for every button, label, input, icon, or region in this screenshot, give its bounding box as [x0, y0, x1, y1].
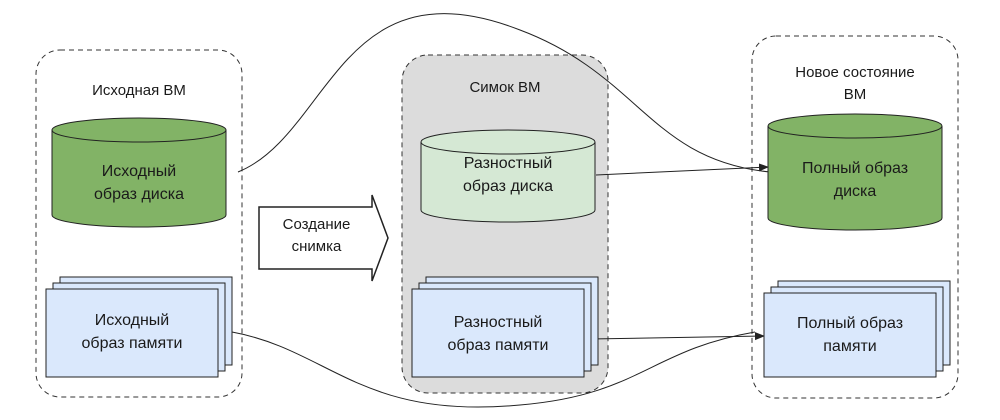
snapshot-disk-label: Разностный образ диска	[421, 152, 595, 198]
snapshot-disk-line2: образ диска	[463, 178, 553, 195]
snapshot-disk-line1: Разностный	[463, 155, 553, 172]
snapshot-memory-label: Разностный образ памяти	[412, 311, 584, 357]
snapshot-memory-line1: Разностный	[453, 314, 543, 331]
snapshot-disk-cylinder	[420, 129, 596, 223]
snapshot-memory-stack	[411, 276, 599, 378]
new-disk-cylinder	[767, 113, 943, 231]
new-state-title-line1: Новое состояние	[795, 64, 915, 81]
new-memory-stack	[763, 280, 951, 378]
source-vm-title: Исходная ВМ	[92, 82, 186, 99]
source-disk-cylinder	[51, 117, 227, 228]
source-disk-line2: образ диска	[94, 186, 184, 203]
source-disk-line1: Исходный	[101, 163, 177, 180]
connector-top-curve	[237, 13, 771, 173]
create-snapshot-arrow	[258, 194, 389, 282]
memory-arrow	[589, 332, 765, 341]
source-disk-label: Исходный образ диска	[52, 160, 226, 206]
new-disk-label: Полный образ диска	[768, 157, 942, 203]
disk-arrow	[595, 163, 769, 176]
create-snapshot-line2: снимка	[291, 238, 342, 255]
source-vm-container	[35, 49, 243, 398]
source-memory-line2: образ памяти	[81, 335, 183, 352]
new-memory-label: Полный образ памяти	[764, 312, 936, 358]
new-memory-line2: памяти	[823, 338, 877, 355]
source-memory-label: Исходный образ памяти	[46, 309, 218, 355]
source-memory-line1: Исходный	[94, 312, 170, 329]
new-state-title: Новое состояние ВМ	[752, 62, 958, 106]
create-snapshot-line1: Создание	[282, 216, 351, 233]
new-state-container	[751, 35, 959, 399]
new-state-title-line2: ВМ	[843, 86, 867, 103]
snapshot-memory-line2: образ памяти	[447, 337, 549, 354]
source-memory-stack	[45, 276, 233, 378]
connector-bottom-curve	[231, 331, 756, 408]
new-disk-line1: Полный образ	[801, 160, 909, 177]
create-snapshot-label: Создание снимка	[259, 214, 374, 258]
new-disk-line2: диска	[833, 183, 877, 200]
new-memory-line1: Полный образ	[796, 315, 904, 332]
snapshot-title: Симок ВМ	[469, 79, 541, 96]
